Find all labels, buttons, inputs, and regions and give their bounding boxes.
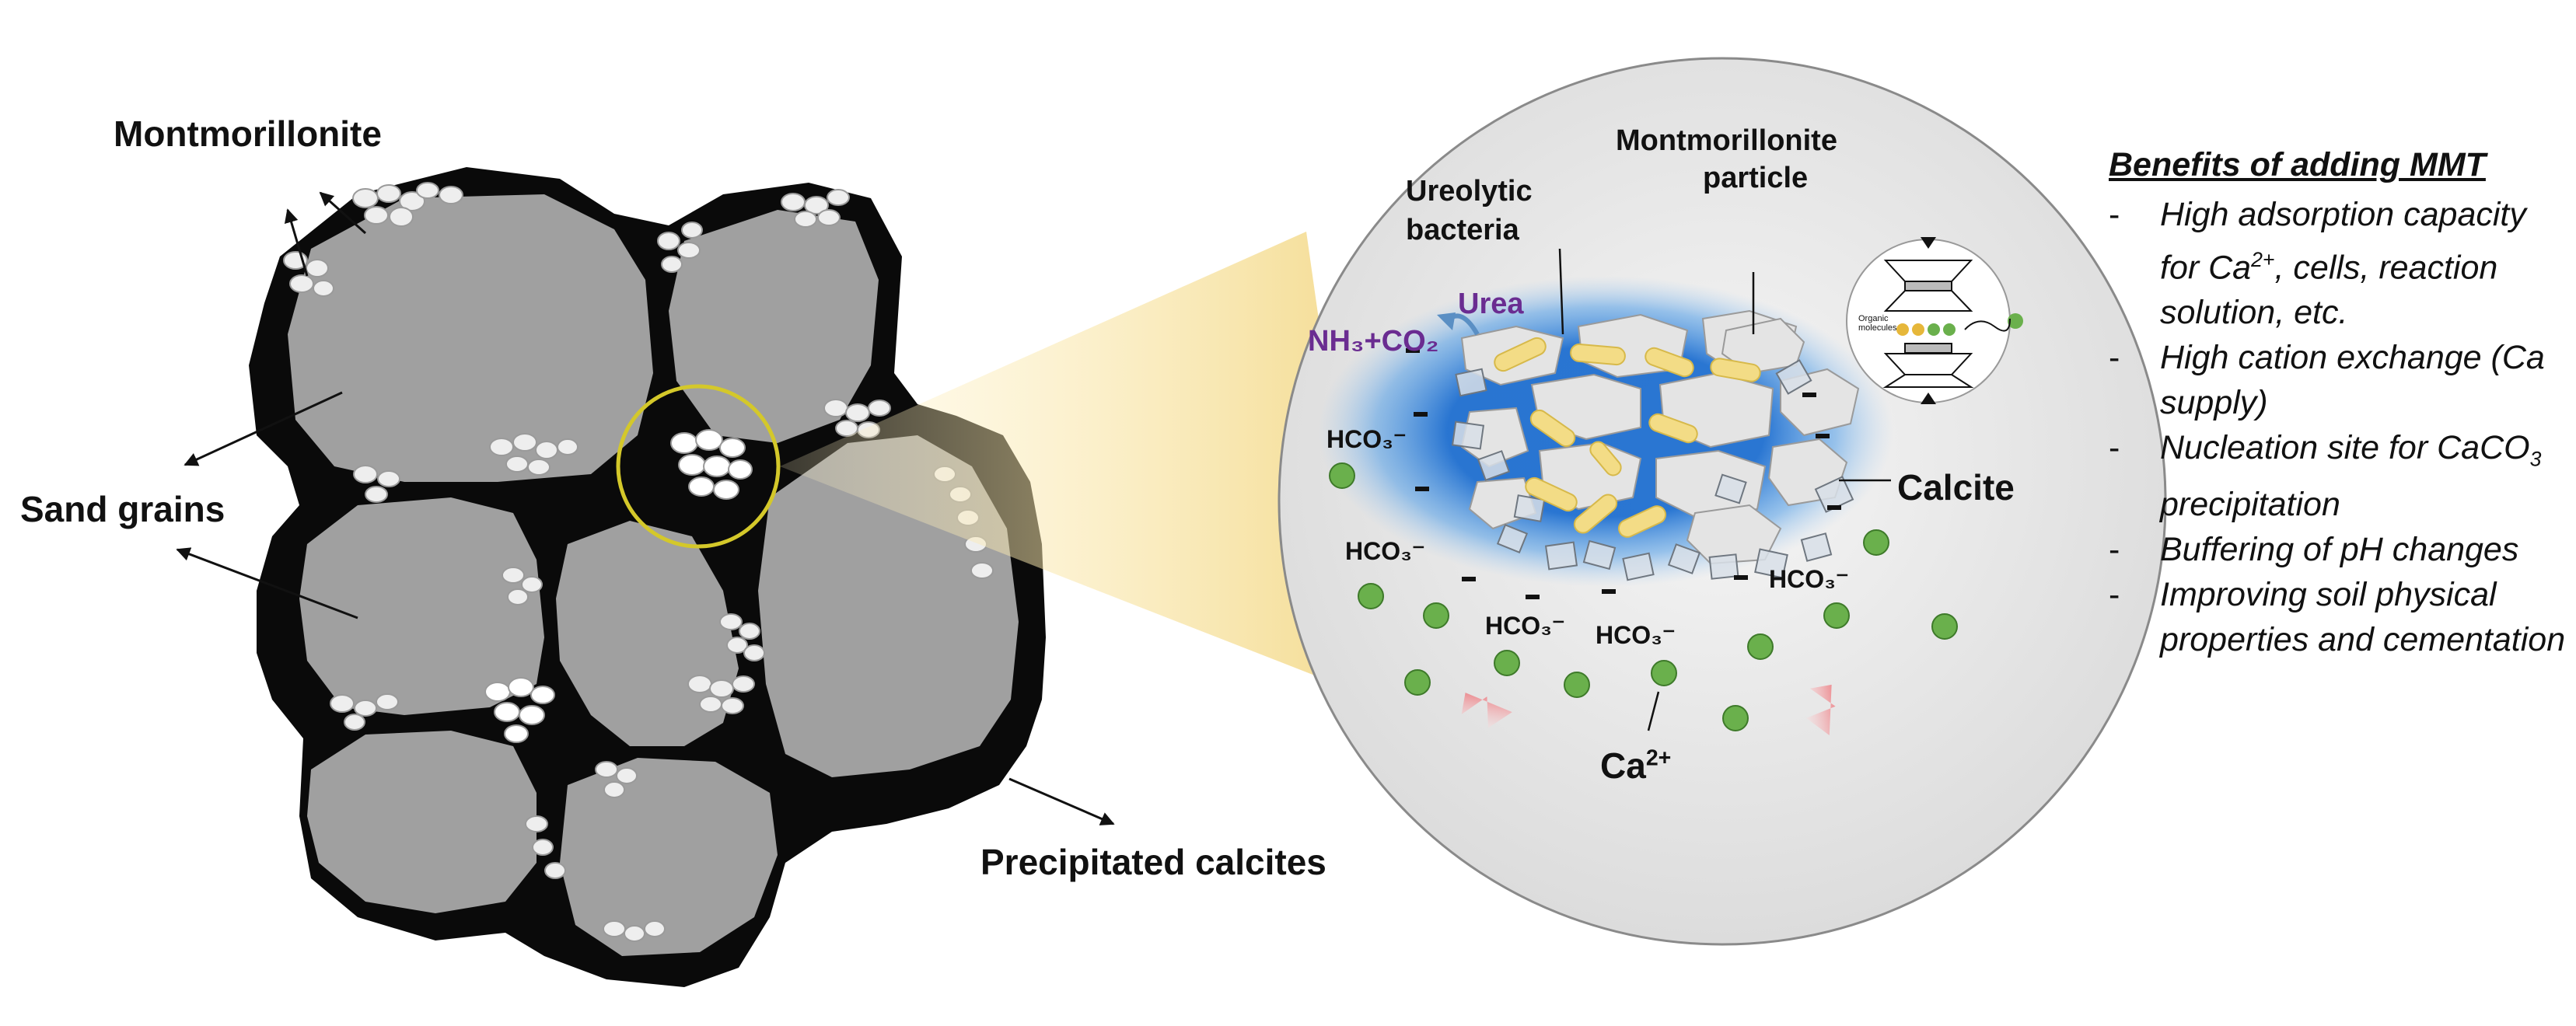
label-organic-molecules: Organic molecules: [1858, 314, 1897, 333]
sand-grain: [560, 758, 778, 956]
label-hco3: HCO₃⁻: [1596, 621, 1676, 649]
label-calcite: Calcite: [1897, 467, 2015, 508]
soil-matrix: [249, 167, 1046, 987]
benefits-title: Benefits of adding MMT: [2109, 146, 2486, 183]
bullet-dash: -: [2109, 575, 2120, 613]
label-urea: Urea: [1458, 288, 1524, 320]
sand-grain: [288, 194, 653, 482]
benefit-item: -High cation exchange (Ca supply): [2109, 335, 2567, 425]
benefit-item: -Improving soil physical properties and …: [2109, 572, 2567, 662]
label-sand-grains: Sand grains: [20, 489, 225, 529]
zoom-highlight-ring: [616, 384, 781, 549]
inset-cations: [1896, 313, 2023, 336]
leader-lines: [1558, 248, 1891, 731]
label-nh3-co2: NH₃+CO₂: [1308, 325, 1439, 358]
benefits-panel: Benefits of adding MMT -High adsorption …: [2109, 146, 2567, 662]
zoom-circle: [1278, 57, 2167, 946]
pointer-arrows: [176, 191, 1115, 825]
benefit-item: -High adsorption capacity for Ca2+, cell…: [2109, 192, 2567, 335]
zoom-beam: [780, 232, 1372, 698]
bullet-dash: -: [2109, 196, 2120, 233]
benefit-item: -Buffering of pH changes: [2109, 527, 2567, 572]
calcium-ions: [1329, 462, 1958, 731]
label-bacteria-line2: bacteria: [1406, 214, 1519, 246]
label-hco3: HCO₃⁻: [1769, 565, 1849, 593]
label-mmt-particle-line1: Montmorillonite: [1616, 124, 1837, 157]
label-precipitated-calcites: Precipitated calcites: [980, 842, 1326, 882]
sand-grain: [299, 497, 544, 715]
negative-charges: [1406, 348, 1841, 599]
sand-grain: [669, 210, 879, 443]
sand-grain: [307, 731, 537, 913]
ureolytic-bacteria: [1494, 337, 1761, 538]
mmt-structure-inset: [1846, 237, 2023, 404]
label-hco3: HCO₃⁻: [1326, 425, 1407, 453]
urea-arrow-head: [1437, 312, 1456, 330]
bullet-dash: -: [2109, 339, 2120, 377]
red-influx-arrows: [1461, 684, 1836, 735]
label-hco3: HCO₃⁻: [1345, 537, 1425, 565]
bullet-dash: -: [2109, 530, 2120, 568]
label-mmt-particle-line2: particle: [1703, 162, 1809, 194]
label-calcium: Ca2+: [1600, 745, 1672, 786]
label-montmorillonite: Montmorillonite: [114, 113, 382, 154]
bullet-dash: -: [2109, 429, 2120, 467]
benefit-item: -Nucleation site for CaCO3 precipitation: [2109, 425, 2567, 527]
label-bacteria-line1: Ureolytic: [1406, 175, 1533, 208]
calcite-crystals: [1451, 359, 1854, 581]
label-hco3: HCO₃⁻: [1485, 612, 1565, 640]
